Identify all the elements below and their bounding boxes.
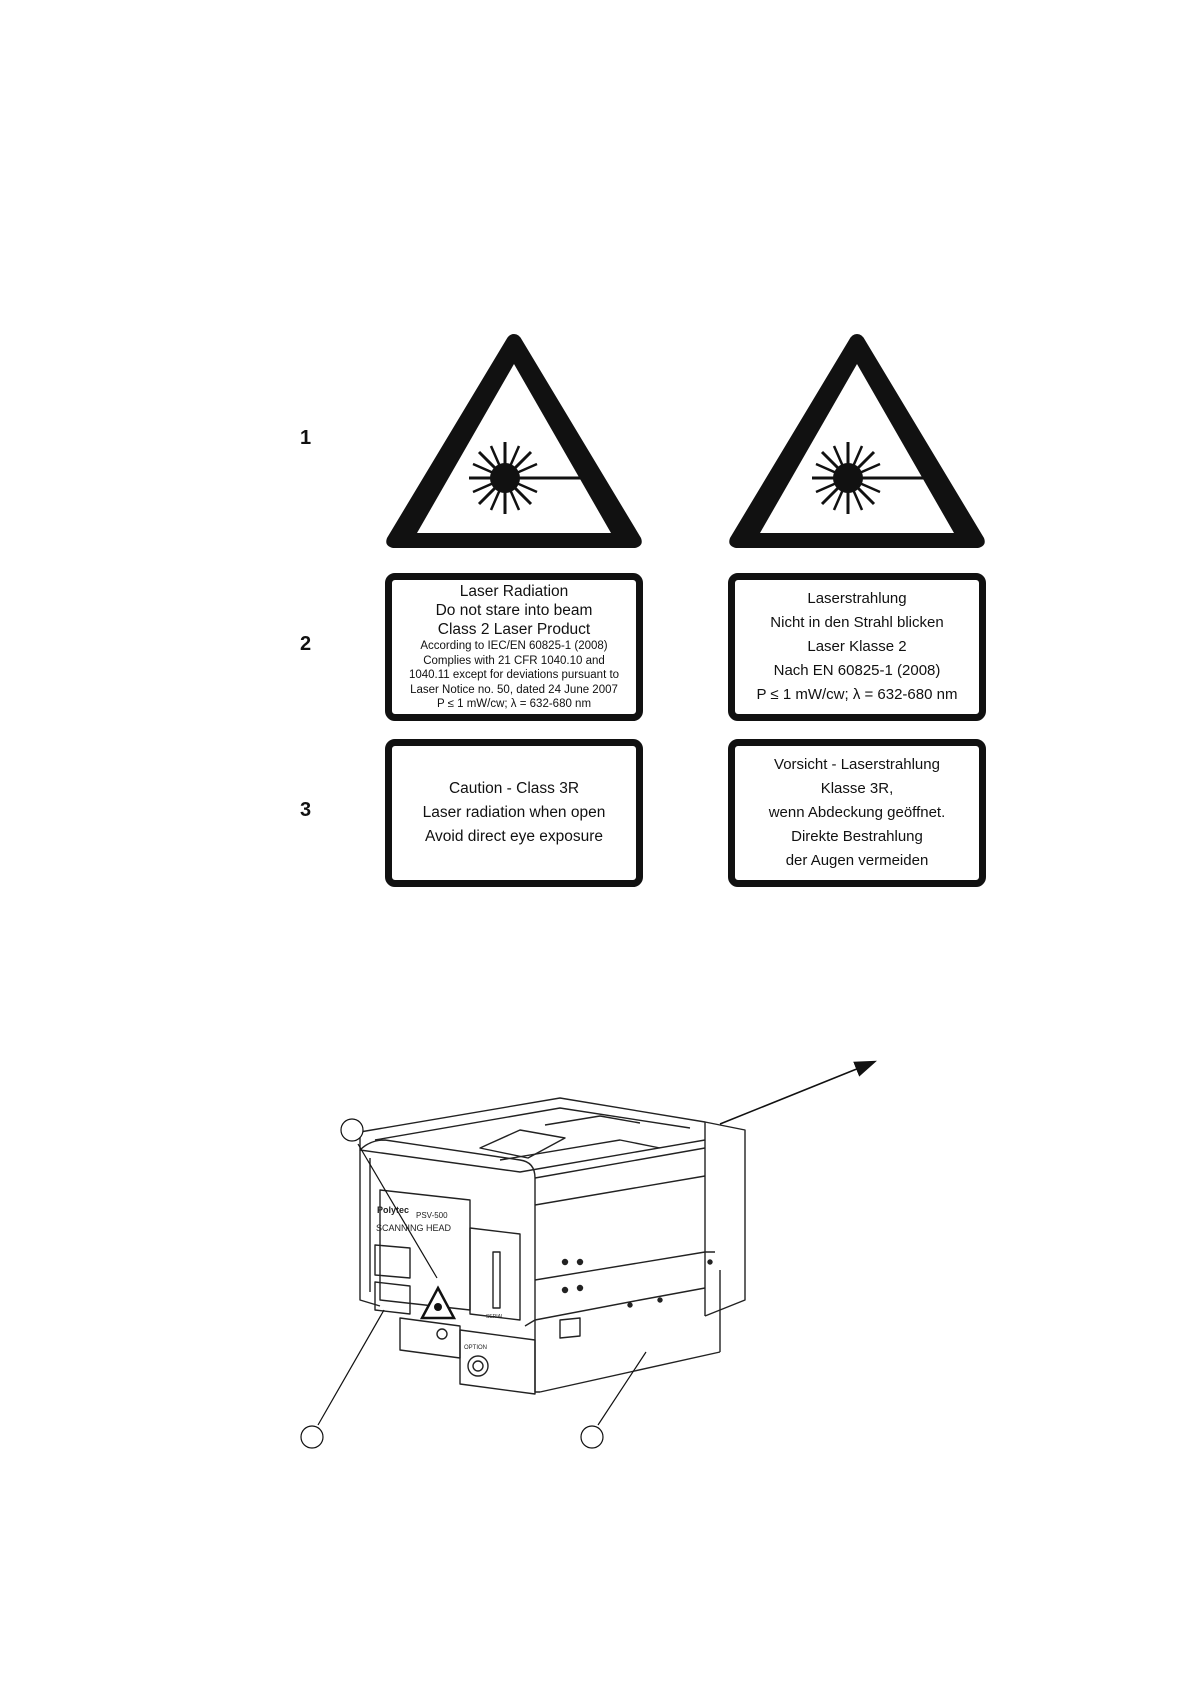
label-3-german: Vorsicht - Laserstrahlung Klasse 3R, wen… [728,739,986,887]
laser-warning-triangle-icon [729,334,985,548]
label-text: Laserstrahlung [807,590,907,607]
label-2-english: Laser Radiation Do not stare into beam C… [385,573,643,721]
callout-circle-icon [580,1425,604,1449]
device-serial-label: SERIAL [486,1314,504,1320]
label-text: Laser Radiation [459,583,569,601]
label-text: 1040.11 except for deviations pursuant t… [408,669,620,682]
label-2-german: Laserstrahlung Nicht in den Strahl blick… [728,573,986,721]
label-text: Nicht in den Strahl blicken [770,614,944,631]
label-text: Laser radiation when open [422,804,606,821]
label-text: P ≤ 1 mW/cw; λ = 632-680 nm [756,686,958,703]
callout-circle-icon [300,1425,324,1449]
label-text: Laser Klasse 2 [807,638,907,655]
label-text: Class 2 Laser Product [437,621,591,639]
device-brand: Polytec [377,1205,409,1215]
label-text: der Augen vermeiden [785,852,929,869]
row-number-3: 3 [300,799,312,821]
label-text: Laser Notice no. 50, dated 24 June 2007 [410,683,618,696]
label-text: Nach EN 60825-1 (2008) [773,662,941,679]
label-3-english: Caution - Class 3R Laser radiation when … [385,739,643,887]
row-number-2: 2 [300,633,312,655]
laser-warning-triangle-icon [386,334,642,548]
device-name: SCANNING HEAD [376,1223,452,1233]
device-model: PSV-500 [416,1211,448,1220]
row-number-1: 1 [300,427,312,449]
device-option-label: OPTION [464,1345,487,1351]
label-text: According to IEC/EN 60825-1 (2008) [420,640,608,653]
laser-beam-arrow-icon [719,1060,877,1125]
label-text: wenn Abdeckung geöffnet. [768,804,946,821]
label-text: Klasse 3R, [820,780,894,797]
label-text: Vorsicht - Laserstrahlung [774,756,940,773]
label-text: Caution - Class 3R [448,780,580,797]
label-text: P ≤ 1 mW/cw; λ = 632-680 nm [436,698,592,711]
label-text: Avoid direct eye exposure [424,828,604,845]
callout-circle-icon [340,1118,364,1142]
label-text: Direkte Bestrahlung [791,828,923,845]
label-text: Complies with 21 CFR 1040.10 and [423,654,605,667]
label-text: Do not stare into beam [435,602,593,620]
